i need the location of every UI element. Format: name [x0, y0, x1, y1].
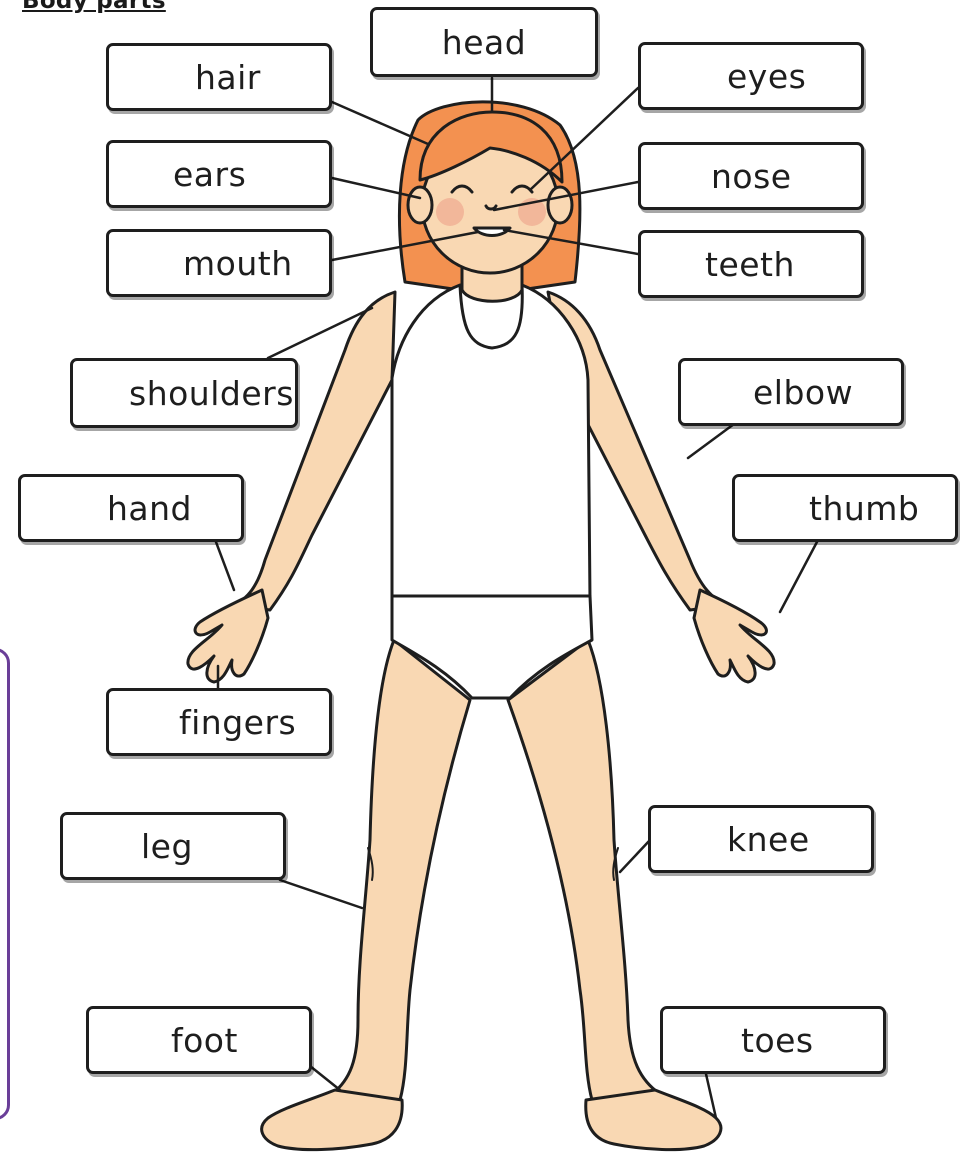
- label-elbow: elbow: [678, 358, 904, 426]
- label-eyes: eyes: [638, 42, 864, 110]
- label-nose: nose: [638, 142, 864, 210]
- right-leg: [508, 640, 660, 1100]
- right-hand: [694, 590, 774, 682]
- label-foot: foot: [86, 1006, 312, 1074]
- label-mouth: mouth: [106, 229, 332, 297]
- leader-knee: [620, 840, 650, 872]
- vest: [392, 285, 590, 600]
- left-cheek: [436, 198, 464, 226]
- left-leg: [332, 640, 470, 1100]
- label-ears: ears: [106, 140, 332, 208]
- label-knee: knee: [648, 805, 874, 873]
- right-foot: [586, 1090, 721, 1150]
- right-ear: [548, 187, 572, 223]
- leader-leg: [280, 880, 362, 908]
- leader-thumb: [780, 540, 818, 612]
- label-teeth: teeth: [638, 230, 864, 298]
- label-toes: toes: [660, 1006, 886, 1074]
- label-leg: leg: [60, 812, 286, 880]
- left-hand: [188, 590, 268, 682]
- label-thumb: thumb: [732, 474, 958, 542]
- leader-foot: [310, 1066, 340, 1090]
- label-hand: hand: [18, 474, 244, 542]
- left-ear: [408, 187, 432, 223]
- leader-elbow: [688, 424, 734, 458]
- leader-hand: [216, 542, 234, 590]
- left-arm: [232, 292, 395, 610]
- label-head: head: [370, 7, 598, 77]
- leader-hair: [332, 102, 428, 144]
- label-shoulders: shoulders: [70, 358, 298, 428]
- label-hair: hair: [106, 43, 332, 111]
- left-foot: [262, 1090, 403, 1150]
- label-fingers: fingers: [106, 688, 332, 756]
